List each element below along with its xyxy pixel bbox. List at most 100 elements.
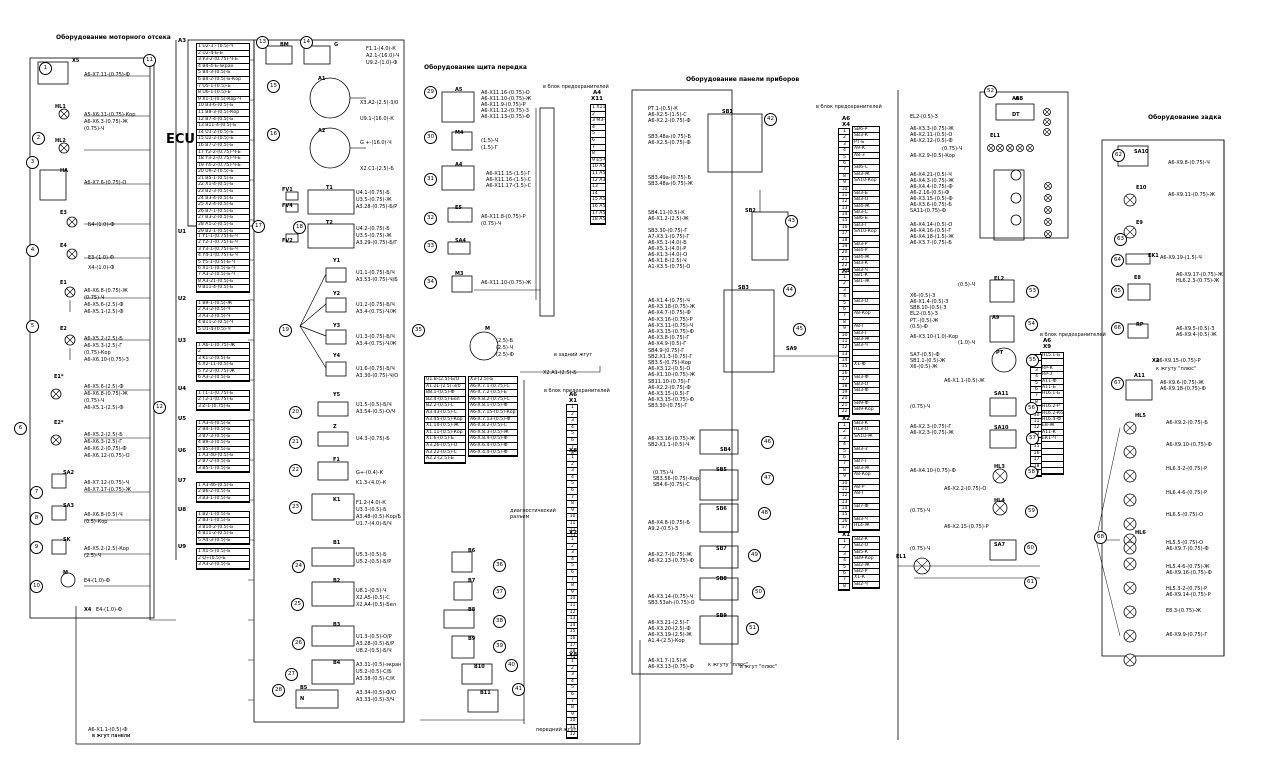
component-x5-label: X5: [72, 58, 80, 64]
pin-number: 3: [567, 468, 577, 475]
pin-row: 27 B3-2-(0.5)-Б: [197, 215, 249, 223]
component-outline: [699, 469, 739, 501]
wire-label: А6-X2.2-(0.75)-Ф: [648, 384, 691, 391]
wire-label: А3.31-(0.5)-экран: [356, 662, 402, 668]
component-outline: [307, 223, 355, 249]
pin-row: A6-X.8.2-(0.5)-С: [469, 423, 517, 430]
wire-label: U1.7-(4.0)-Б/Ч: [356, 521, 392, 527]
pin-number: 1: [567, 659, 577, 666]
wire-label: Х2.А1-(2.5)-Б: [543, 370, 577, 376]
note-diag-connector: диагностический разъем: [510, 508, 556, 520]
pin-number: 10: [839, 333, 849, 339]
wire-label: А2.1-(16.0)-Ч: [366, 53, 400, 59]
pin-row: [1041, 442, 1063, 449]
component-outline: [631, 89, 733, 675]
pin-row: 5: [591, 131, 605, 138]
component-body: [60, 572, 76, 588]
component-body: [309, 77, 351, 119]
callout-10: 10: [30, 580, 43, 593]
callout-13: 13: [256, 36, 269, 49]
wire-label: U5.2-(0.5)-Б/Р: [356, 559, 392, 565]
pin-row: [1041, 462, 1063, 469]
wire-label: А6-X6.3-(0.75)-Ж: [84, 119, 128, 125]
pin-row: 2 T2-1-(0.75)-Б: [197, 397, 249, 404]
component-sb8-label: SB8: [716, 576, 727, 582]
wire-label: А6-X11.12-(0.75)-3: [481, 108, 529, 114]
pin-row: 22 X1-4-(0.5)-Б: [197, 182, 249, 190]
wire-label: (0.75)-Ч: [910, 508, 931, 514]
component-outline: [307, 189, 355, 215]
component-g-label: G: [334, 42, 339, 48]
wire-label: А6-X7.11-(0.75)-Ф: [84, 72, 130, 78]
pin-row: 6 B4-2-(0.5)-Б-Кор: [197, 77, 249, 84]
pin-row: 4 B11-2-(0.5)-Б: [197, 531, 249, 538]
wire: [1045, 207, 1051, 213]
pin-number: 4: [567, 475, 577, 482]
component-dt-label: DT: [1012, 112, 1020, 118]
callout-23: 23: [289, 501, 302, 514]
component-hl3-label: HL3: [994, 464, 1005, 470]
wire-label: А6-X3.21-(2.5)-Г: [648, 620, 690, 626]
component-e2-label: E2: [60, 326, 67, 332]
component-outline: [699, 503, 739, 533]
callout-54: 54: [1025, 318, 1038, 331]
pin-row: А8-Кор: [853, 472, 879, 479]
pin-row: HL5.1-Б: [1041, 353, 1063, 360]
pin-row: А8-Г: [853, 324, 879, 331]
wire-label: А6-X9.10-(0.75)-Ф: [1166, 442, 1212, 448]
callout-51: 51: [746, 622, 759, 635]
connector-u7-label: U7: [177, 478, 187, 484]
component-sk-label: SK: [63, 537, 71, 543]
pin-row: А8-Г: [853, 491, 879, 498]
section-dashboard-title: Оборудование панели приборов: [686, 76, 800, 83]
pin-row: 20 U9-2-(0.5)-Б: [197, 169, 249, 176]
wire-label: А6-X3.10-(1.0)-Кор: [910, 334, 959, 340]
pin-number: 3: [567, 550, 577, 557]
wire-label: А6-X3.7-(0.75)-Б: [910, 240, 952, 246]
callout-42: 42: [764, 113, 777, 126]
wire-label: А6-X4.8-(0.75)-Б: [648, 520, 690, 526]
pin-row: SB2-Р: [853, 569, 879, 576]
pin-row: 24 B3-4-(0.5)-Б: [197, 196, 249, 203]
pin-number: 4: [567, 679, 577, 686]
component-fv1-label: FV1: [282, 187, 293, 193]
pin-row: A6-X.7.13-(0.5)-Ф: [469, 417, 517, 424]
wire-label: (1.5)-Г: [481, 145, 498, 151]
pin-number: 3: [1031, 368, 1041, 375]
wire-label: А6-X2.3-(0.75)-Ж: [910, 430, 954, 436]
component-outline: [325, 267, 347, 283]
ecu-label: ECU: [166, 132, 195, 147]
component-b6-label: B6: [468, 548, 476, 554]
wire-label: А6-X3.16-(0.75)-Р: [648, 316, 693, 323]
wire: [1045, 219, 1051, 225]
pin-number: 10: [567, 718, 577, 725]
callout-22: 22: [289, 464, 302, 477]
wire: [1125, 583, 1135, 593]
callout-40: 40: [505, 659, 518, 672]
callout-48: 48: [758, 507, 771, 520]
wire-label: G +-(16.0)-Ч: [360, 140, 392, 146]
wire-label: А6-X9.7-(0.75)-Ф: [1166, 546, 1209, 552]
pin-number: 7: [567, 577, 577, 584]
pin-number: 17: [1031, 457, 1041, 464]
pin-row: 1 U2-3 - (0.5)-Ч: [197, 44, 249, 51]
component-rp-label: RP: [1136, 322, 1144, 328]
pin-number: 16: [839, 519, 849, 526]
component-outline: [51, 539, 67, 555]
wire-label: SB2-X1.1-(0.5)-Ч: [648, 442, 690, 448]
pin-row: SB3-Ч: [853, 343, 879, 350]
pin-row: 17 Y2-2-(0.75)-Ч-Б: [197, 150, 249, 157]
component-outline: [285, 233, 299, 243]
callout-18: 18: [293, 221, 306, 234]
pin-row: 15 А5-Г: [591, 197, 605, 204]
pin-number: 7: [1031, 393, 1041, 400]
pin-number: 5: [567, 685, 577, 692]
wire: [1125, 447, 1135, 457]
pin-number: 1: [839, 539, 849, 546]
